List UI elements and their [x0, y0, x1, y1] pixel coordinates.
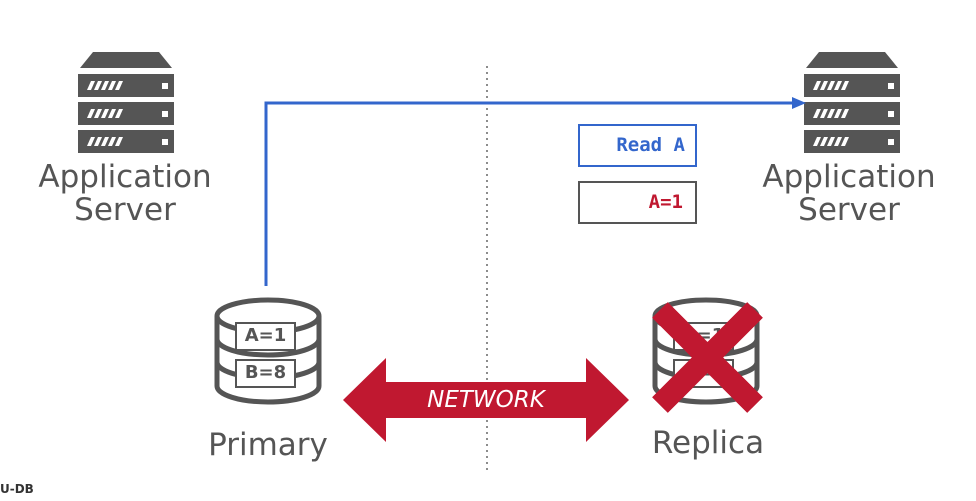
left-server-label-line2: Server — [74, 192, 176, 228]
network-double-arrow — [343, 358, 629, 442]
footer-text: U-DB — [0, 482, 34, 496]
primary-record-b: B=8 — [235, 359, 296, 388]
primary-label: Primary — [208, 427, 328, 463]
primary-record-a: A=1 — [235, 322, 296, 351]
read-path-arrowhead — [792, 97, 806, 109]
right-server-label-line2: Server — [798, 192, 900, 228]
replica-record-a: A=1 — [673, 322, 734, 351]
replica-label: Replica — [651, 425, 765, 461]
network-label: NETWORK — [427, 387, 545, 413]
replica-read-path — [264, 101, 796, 286]
left-server-label-line1: Application — [38, 159, 212, 195]
replica-record-b: B=8 — [673, 359, 734, 388]
read-request-message: Read A — [578, 124, 697, 167]
left-server-icon — [78, 52, 174, 153]
right-server-label-line1: Application — [762, 159, 936, 195]
read-response-message: A=1 — [578, 181, 697, 224]
right-server-icon — [804, 52, 900, 153]
